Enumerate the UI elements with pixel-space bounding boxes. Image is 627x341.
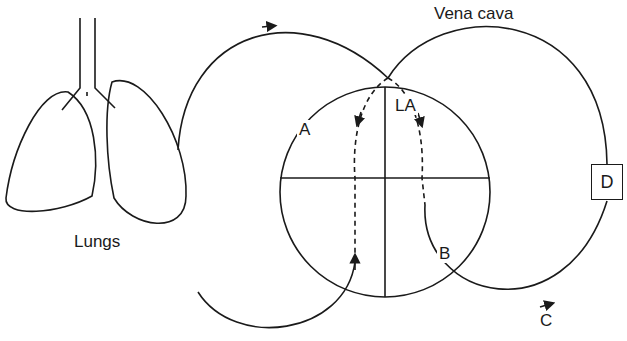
flow-arrow [354,258,356,270]
organ-box: D [591,164,623,200]
right-lung [107,81,186,224]
flow-arrow [358,112,361,122]
vessel-label: Vena cava [432,4,515,23]
chamber-label: B [437,244,452,263]
flow-arrow [418,113,421,123]
internal-flow [388,78,425,205]
organ-label: Lungs [72,232,122,251]
flow-arrow [262,26,272,27]
heart-circle [280,87,490,297]
trachea [62,18,115,110]
box-letter: D [601,173,614,191]
heart-septum [384,87,386,297]
flow-arrow [540,304,550,307]
internal-flow [354,78,388,258]
chamber-label: LA [393,96,418,115]
pulmonary-artery-loop [198,262,355,328]
left-lung [6,92,96,212]
vessel-label: C [538,311,554,330]
aorta-loop [425,201,607,289]
chamber-label: A [297,120,312,139]
